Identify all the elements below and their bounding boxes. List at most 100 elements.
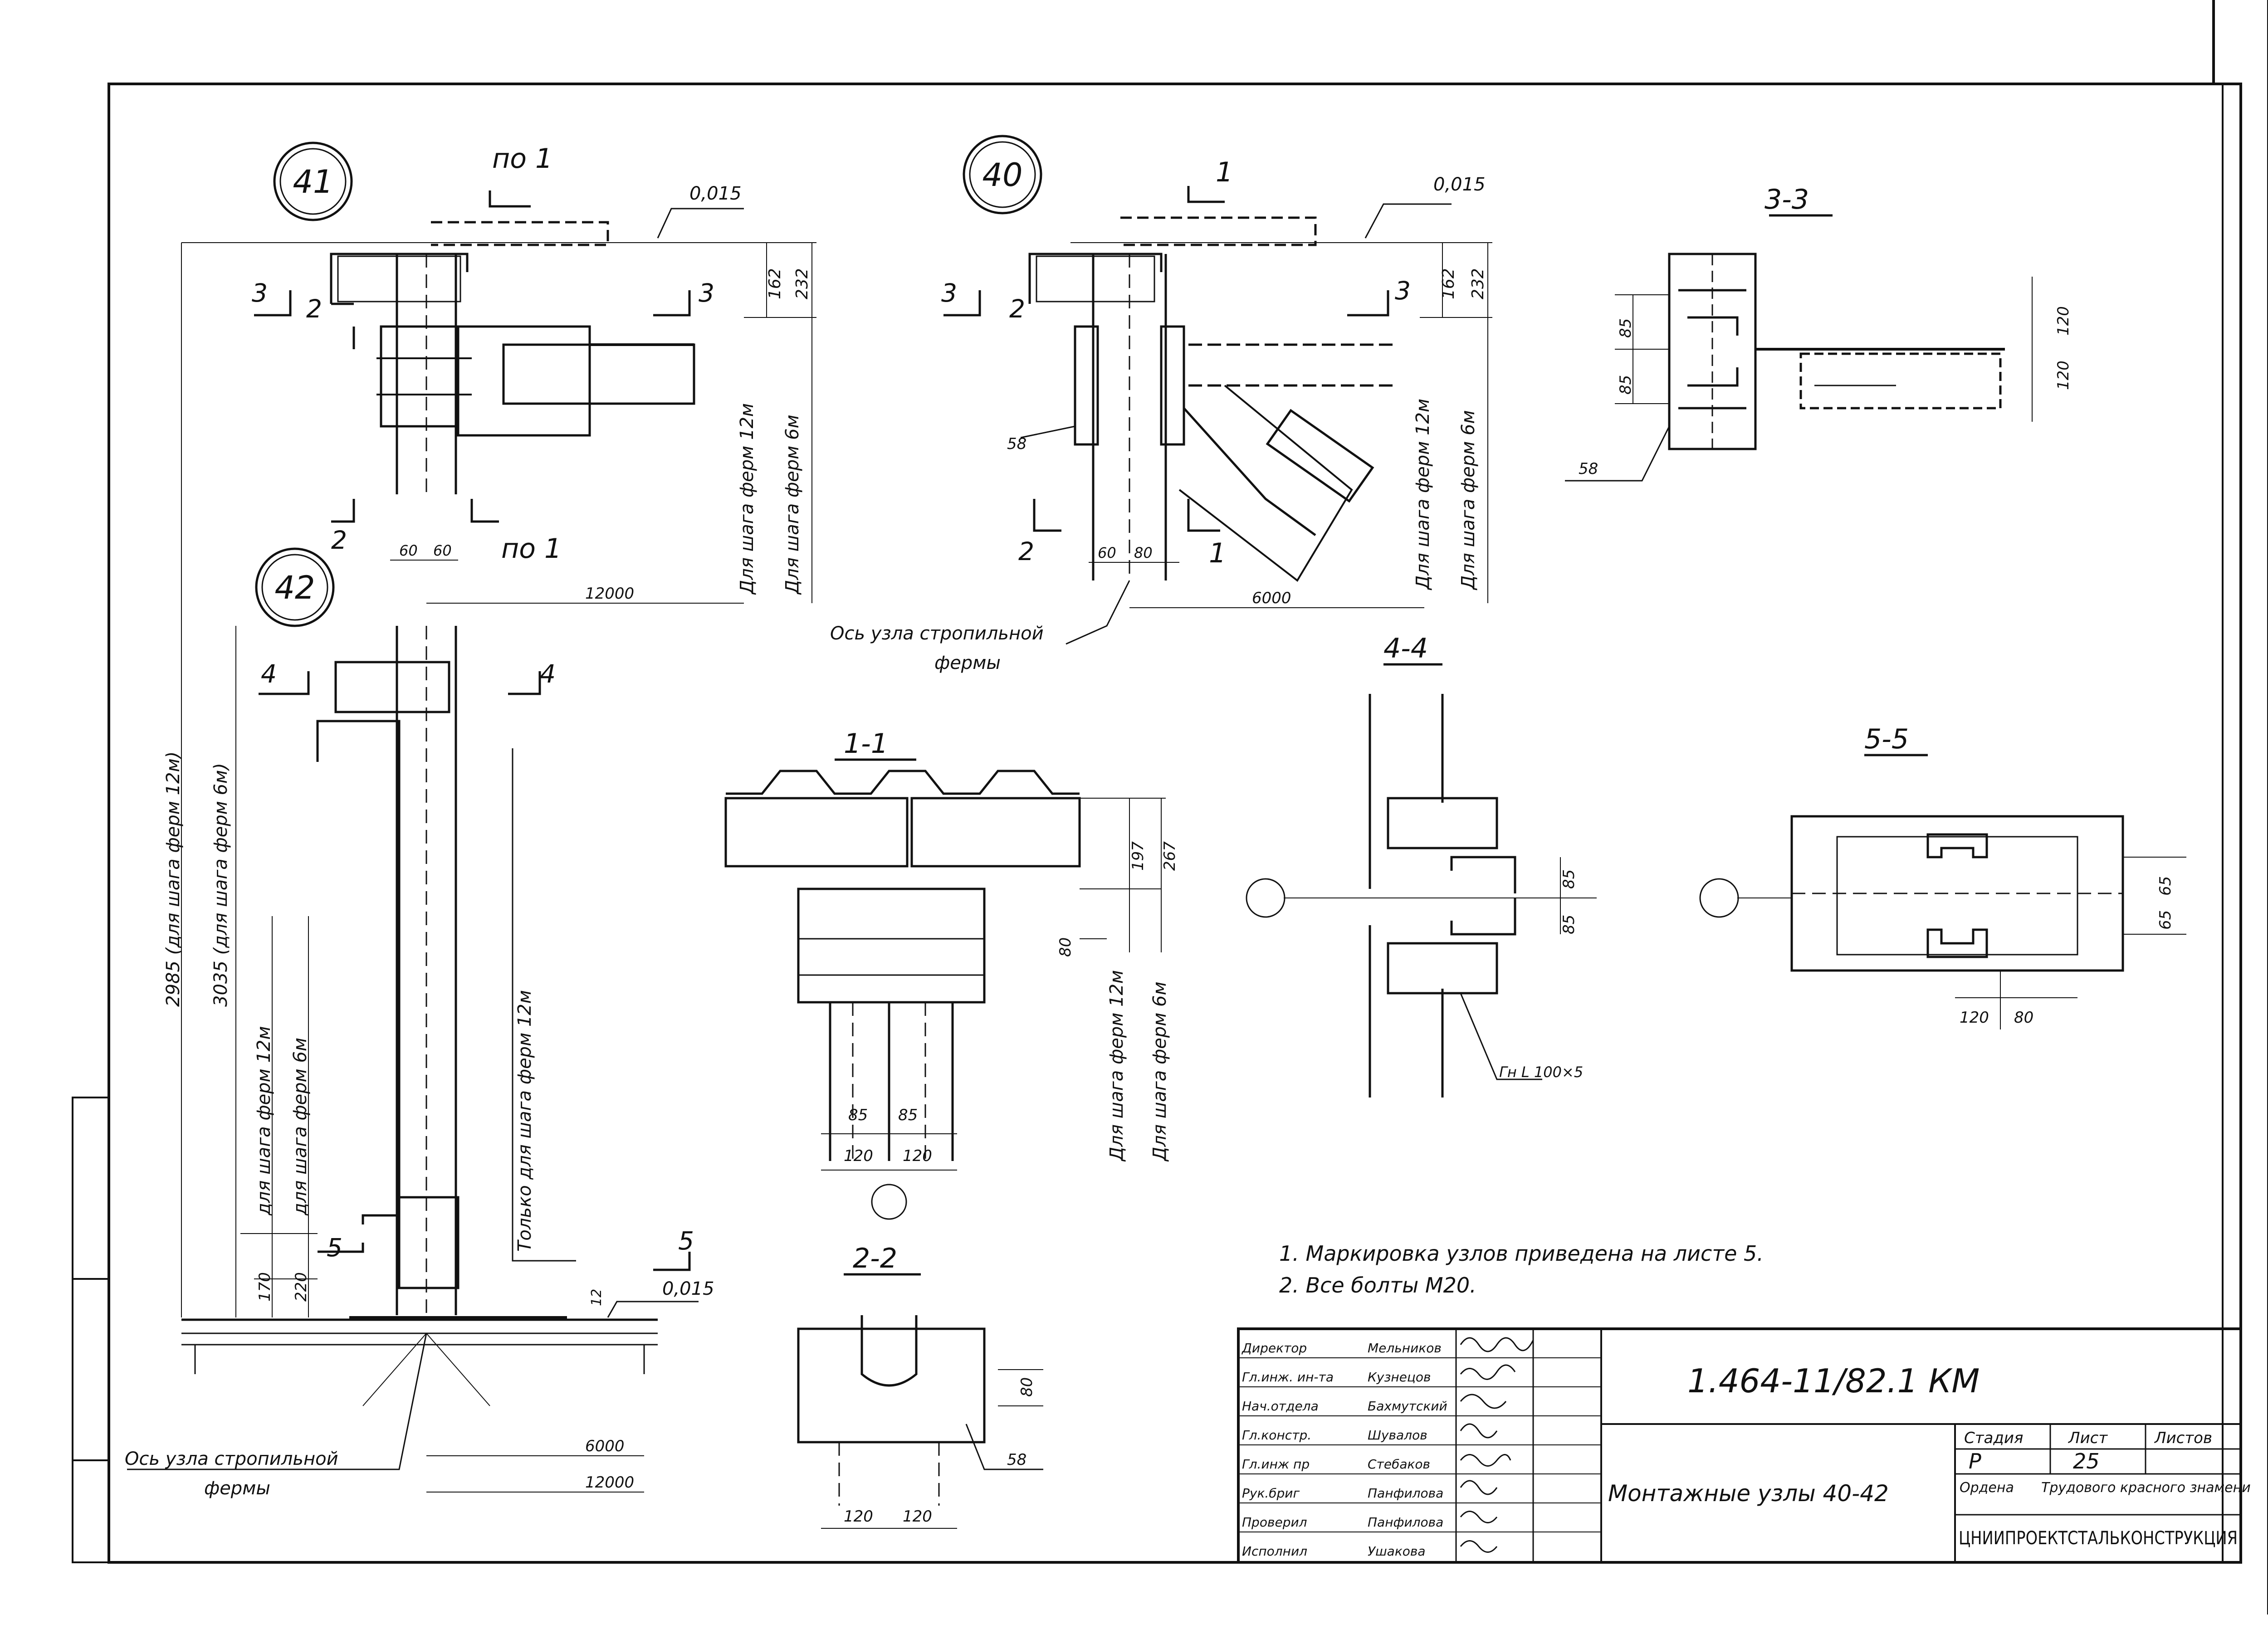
marker-4-right: 4 [540,659,556,688]
doc-code: 1.464-11/82.1 КМ [1687,1362,1980,1400]
marker-2-n40-bottom: 2 [1018,537,1034,566]
node-number-41: 41 [293,163,333,200]
drawing-title: Монтажные узлы 40-42 [1608,1480,1889,1507]
dim-170-n42: 170 [256,1272,274,1302]
stamp-role: Директор [1241,1341,1307,1356]
dim-12000-n42: 12000 [585,1473,634,1492]
sheet-label: Лист [2068,1429,2108,1447]
dim-232-n41: 232 [793,268,811,299]
signatures [1460,1337,1534,1553]
marker-3-n40-left: 3 [941,278,957,307]
marker-2-n41-bottom: 2 [331,526,347,555]
label-step12-n41: Для шага ферм 12м [737,403,758,595]
marker-5-right: 5 [678,1226,694,1255]
sheets-label: Листов [2154,1429,2212,1447]
dim-85a-s44: 85 [1560,869,1578,889]
marker-5-left: 5 [327,1233,342,1262]
axis-truss-label-1-n42: Ось узла стропильной [125,1449,338,1469]
dim-162-n41: 162 [766,268,784,299]
dim-85a-s11: 85 [848,1106,868,1124]
dim-3035-n42: 3035 (для шага ферм 6м) [210,763,231,1007]
org-name: ЦНИИПРОЕКТСТАЛЬКОНСТРУКЦИЯ [1959,1528,2238,1549]
dim-197-s11: 197 [1129,841,1147,871]
label-angle-profile: Гн L 100×5 [1499,1063,1583,1081]
dim-85b-s33: 85 [1617,375,1635,395]
dim-162-n40: 162 [1439,268,1458,299]
section-title-5-5: 5-5 [1864,723,1909,755]
marker-4-left: 4 [261,659,277,688]
marker-3-n41-left: 3 [252,278,268,307]
dim-65a-s55: 65 [2156,876,2175,896]
dim-267-s11: 267 [1161,841,1179,871]
node-42-detail [127,243,699,1493]
marker-1-n40-bottom: 1 [1209,537,1226,569]
section-4-4 [1246,663,1597,1097]
dim-232-n40: 232 [1469,268,1487,299]
dim-220-n42: 220 [292,1272,310,1302]
section-2-2 [797,1273,1043,1529]
stamp-role: Исполнил [1242,1544,1307,1559]
marker-3-n41-right: 3 [699,278,714,307]
marker-3-n40-right: 3 [1395,276,1411,305]
dim-6000-n40: 6000 [1252,589,1291,607]
slope-label-n41: 0,015 [689,183,742,204]
dim-120a-s22: 120 [844,1507,873,1526]
section-3-3 [1565,214,2033,482]
dim-60a-n41: 60 [399,542,418,559]
dim-80-s22: 80 [1018,1377,1036,1397]
stamp-name: Панфилова [1368,1515,1443,1530]
section-title-4-4: 4-4 [1383,633,1428,664]
dim-58-n40: 58 [1007,435,1026,453]
dim-120b-s33: 120 [2054,361,2072,390]
stamp-roles: Директор Мельников Гл.инж. ин-та Кузнецо… [1241,1341,1447,1559]
stage-value: Р [1969,1449,1981,1473]
section-5-5 [1699,754,2186,1029]
marker-po1-top: по 1 [492,143,552,175]
stamp-role: Нач.отдела [1242,1399,1319,1414]
stamp-name: Шувалов [1368,1428,1427,1443]
org-line-2: Трудового красного знамени [2041,1480,2251,1496]
dim-12000-n41: 12000 [585,585,634,603]
dim-85b-s11: 85 [898,1106,918,1124]
stamp-role: Гл.инж пр [1242,1457,1310,1472]
marker-2-n40-top: 2 [1009,294,1025,323]
label-step6-small-n42: для шага ферм 6м [290,1038,311,1216]
title-block-frame [1237,1327,2242,1564]
stamp-role: Рук.бриг [1242,1486,1300,1501]
dim-60-n40: 60 [1098,544,1116,561]
dim-120a-s33: 120 [2054,306,2072,336]
stamp-name: Ушакова [1368,1544,1426,1559]
dim-6000-n42: 6000 [585,1437,625,1455]
marker-2-n41-top: 2 [306,294,322,323]
node-40-detail [943,135,1492,645]
dim-120b-s22: 120 [903,1507,932,1526]
label-step6-n40: Для шага ферм 6м [1458,410,1479,590]
dim-80-s55: 80 [2014,1009,2033,1027]
label-step6-s11: Для шага ферм 6м [1149,981,1170,1162]
sheet-value: 25 [2073,1449,2100,1473]
stage-label: Стадия [1964,1429,2023,1447]
dim-12-n42: 12 [589,1289,605,1306]
dim-120-s55: 120 [1960,1009,1989,1027]
axis-truss-label-2-n42: фермы [204,1478,270,1499]
org-line-1: Ордена [1960,1480,2014,1496]
dim-2985-n42: 2985 (для шага ферм 12м) [163,751,184,1007]
axis-truss-label-2-n40: фермы [934,653,1001,673]
stamp-name: Панфилова [1368,1486,1443,1501]
marker-1-n40-top: 1 [1216,156,1233,188]
section-1-1 [724,758,1166,1220]
node-number-40: 40 [982,156,1022,194]
label-step12-small-n42: для шага ферм 12м [254,1026,274,1216]
stamp-role: Гл.констр. [1242,1428,1311,1443]
dim-80-s11: 80 [1056,937,1075,957]
note-1: 1. Маркировка узлов приведена на листе 5… [1279,1241,1764,1266]
dim-120a-s11: 120 [844,1147,873,1165]
dim-58-s22: 58 [1007,1451,1026,1469]
section-title-3-3: 3-3 [1765,184,1809,215]
sheet-frame [72,0,2268,1614]
label-only12-n42: Только для шага ферм 12м [514,990,535,1252]
label-step12-s11: Для шага ферм 12м [1106,970,1127,1162]
node-number-42: 42 [274,569,315,606]
dim-85b-s44: 85 [1560,915,1578,934]
dim-58-s33: 58 [1579,460,1598,478]
